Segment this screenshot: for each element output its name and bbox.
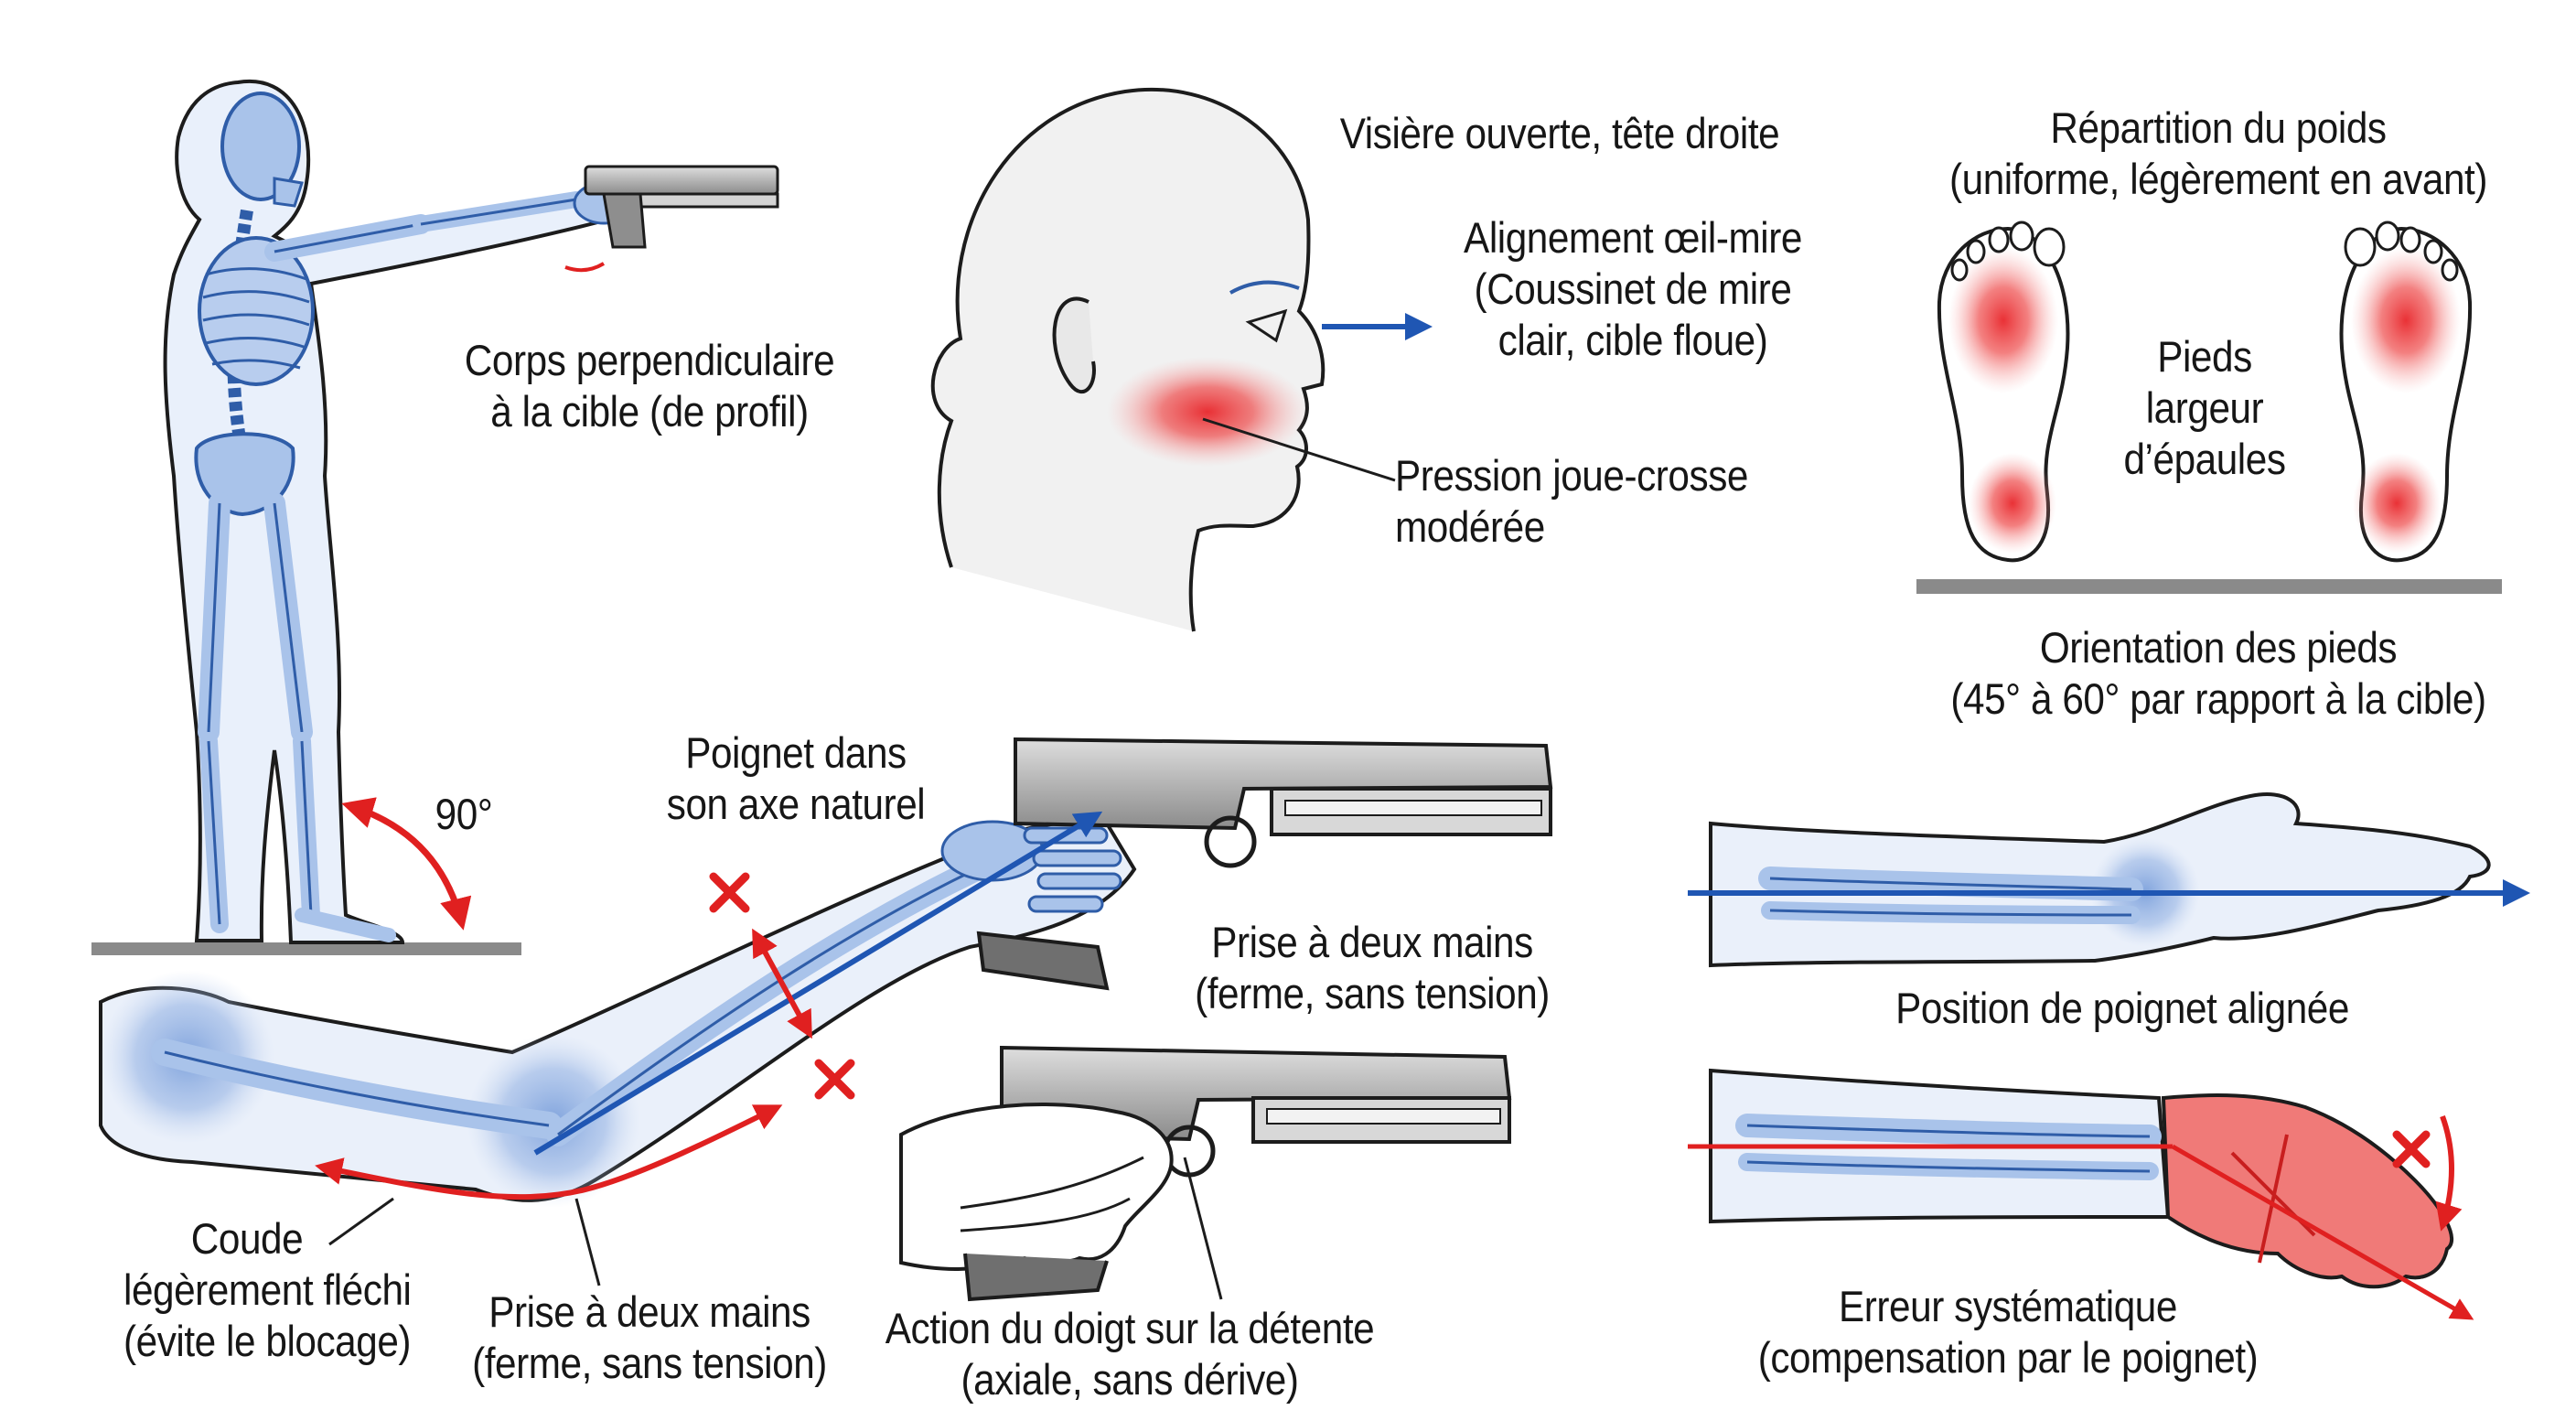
- trigger-hand: [899, 1103, 1174, 1271]
- wrist-aligned: [1688, 792, 2530, 968]
- elbow-red-line: [315, 1104, 783, 1200]
- x-mark-lower: [814, 1059, 855, 1100]
- label-angle: 90°: [435, 790, 493, 838]
- wrist-deviation-arrow: [752, 928, 812, 1039]
- extended-arm: [99, 737, 1553, 1286]
- label-grip-lower: Prise à deux mains(ferme, sans tension): [472, 1287, 827, 1387]
- label-trigger: Action du doigt sur la détente(axiale, s…: [885, 1304, 1375, 1404]
- trigger-illustration: [899, 1045, 1512, 1302]
- head-illustration: [930, 87, 1433, 632]
- label-feet-orientation: Orientation des pieds(45° à 60° par rapp…: [1950, 623, 2486, 723]
- label-grip-upper: Prise à deux mains(ferme, sans tension): [1195, 918, 1550, 1017]
- standing-pistol: [584, 165, 779, 249]
- eye: [1245, 308, 1288, 343]
- skull: [220, 91, 301, 201]
- feet-illustration: [1916, 221, 2502, 594]
- eyebrow: [1229, 280, 1300, 295]
- x-mark-upper: [709, 872, 750, 913]
- label-visor: Visière ouverte, tête droite: [1339, 109, 1780, 157]
- ground-line-right: [1916, 579, 2502, 594]
- ribcage: [198, 236, 315, 386]
- wrist-error: [1688, 1068, 2474, 1320]
- forearm-axis: [533, 811, 1103, 1156]
- angle-arc: [341, 797, 472, 931]
- ear: [1052, 296, 1096, 393]
- cheek-pressure: [1107, 357, 1308, 467]
- error-deviation-line: [2171, 1144, 2474, 1320]
- x-mark-error: [2392, 1130, 2431, 1168]
- error-hand: [2161, 1093, 2453, 1289]
- label-wrist-aligned: Position de poignet alignée: [1895, 984, 2349, 1032]
- pistol-upper: [976, 737, 1553, 991]
- error-rotation-arrow: [2435, 1114, 2463, 1232]
- ground-line-left: [91, 942, 521, 955]
- label-error: Erreur systématique(compensation par le …: [1757, 1282, 2259, 1382]
- standing-skeleton: [91, 79, 779, 955]
- label-weight: Répartition du poids(uniforme, légèremen…: [1949, 103, 2487, 203]
- head-outline: [930, 87, 1326, 632]
